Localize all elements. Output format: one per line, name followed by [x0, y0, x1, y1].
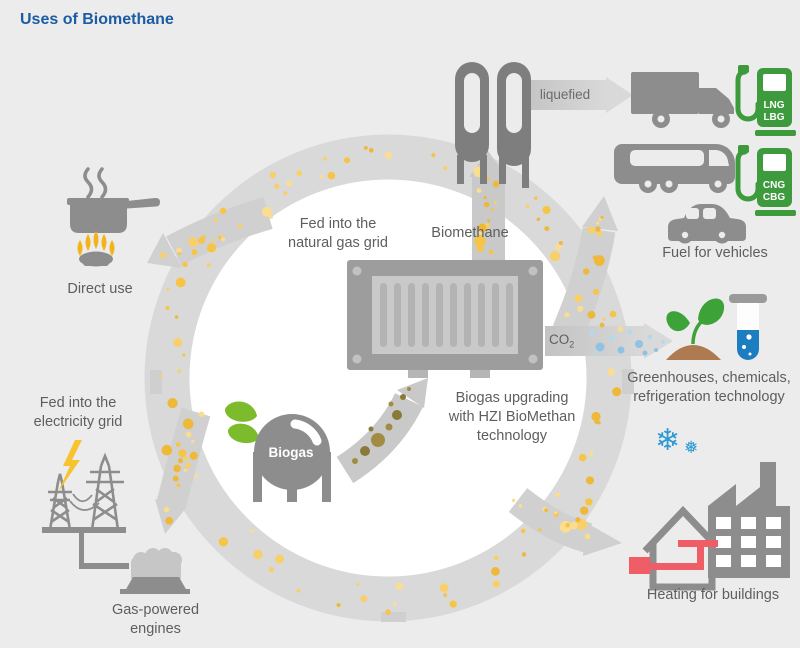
ring-tab-left — [150, 370, 162, 394]
snowflake-small-icon: ❅ — [684, 438, 698, 457]
cooking-pot-icon — [67, 167, 160, 267]
liquefaction-tanks-icon — [455, 62, 531, 188]
upgrading-container-icon — [347, 260, 543, 378]
label-biomethane: Biomethane — [431, 225, 509, 241]
ring-tab-bottom — [381, 612, 406, 622]
label-heating-for-buildings: Heating for buildings — [646, 587, 780, 603]
biogas-tank-icon: Biogas — [253, 414, 331, 502]
branch-vehicles — [552, 227, 616, 339]
label-fed-gas-grid: Fed into the natural gas grid — [288, 216, 388, 251]
branch-direct-use-arrowhead — [147, 233, 182, 268]
raw-biogas-dots — [352, 387, 411, 464]
label-fed-electricity-grid: Fed into the electricity grid — [33, 395, 123, 430]
branch-electricity-arrowhead — [155, 499, 186, 534]
heating-pipe — [629, 540, 718, 574]
label-gas-powered-engines: Gas-powered engines — [111, 602, 200, 637]
label-fuel-for-vehicles: Fuel for vehicles — [662, 245, 768, 261]
gas-flow-dots — [159, 145, 624, 615]
snowflake-icon: ❄ — [655, 424, 680, 457]
plant-icon — [666, 298, 725, 360]
truck-icon — [631, 72, 734, 128]
liquefied-arrow — [522, 77, 633, 113]
branch-direct-use — [166, 197, 273, 266]
test-tube-icon — [729, 294, 767, 360]
steam-icon — [97, 167, 108, 199]
pump-label-cbg: CBG — [763, 192, 785, 203]
electricity-circuit — [42, 527, 129, 569]
leaves-icon — [224, 401, 259, 444]
pump-label-cng: CNG — [763, 180, 785, 191]
label-greenhouses: Greenhouses, chemicals, refrigeration te… — [627, 370, 791, 405]
biogas-tank-label: Biogas — [268, 445, 313, 460]
co2-dots — [589, 329, 665, 356]
van-icon — [614, 144, 735, 193]
pump-label-lbg: LBG — [763, 112, 784, 123]
car-icon — [668, 204, 746, 244]
branch-heating — [508, 488, 593, 553]
pump-label-lng: LNG — [763, 100, 784, 111]
label-liquefied: liquefied — [539, 87, 591, 102]
branch-vehicles-arrowhead — [582, 196, 618, 231]
flame-icon — [77, 231, 115, 256]
label-co2: CO2 — [549, 332, 575, 350]
gas-engine-icon — [120, 548, 190, 594]
page-title: Uses of Biomethane — [20, 11, 174, 28]
factory-icon — [708, 462, 790, 578]
ring-tab-right — [622, 369, 634, 394]
label-biogas-upgrading: Biogas upgrading with HZI BioMethan tech… — [448, 390, 576, 444]
branch-heating-arrowhead — [583, 522, 622, 556]
lightning-bolt-icon — [58, 440, 82, 492]
power-pylon-icon — [48, 452, 124, 531]
label-direct-use: Direct use — [67, 281, 133, 297]
steam-icon — [83, 167, 94, 199]
